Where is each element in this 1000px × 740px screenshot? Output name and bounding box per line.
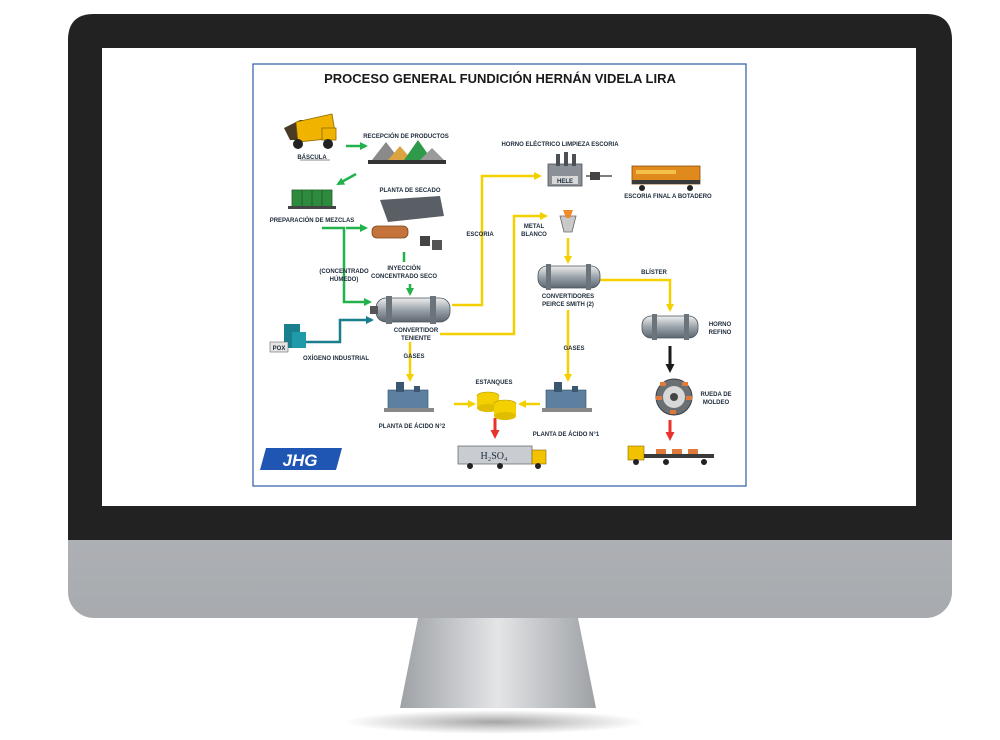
- label-escoria-final: ESCORIA FINAL A BOTADERO: [624, 194, 712, 200]
- label-blister: BLÍSTER: [641, 268, 667, 276]
- label-horno-refino-1: HORNO: [709, 322, 732, 328]
- label-convertidores-2: PEIRCE SMITH (2): [542, 302, 594, 308]
- casting-wheel-icon: [655, 378, 693, 416]
- flow-metal-blanco: [440, 212, 548, 336]
- tank-truck-icon: H₂SO₄: [457, 445, 547, 469]
- label-metal-2: BLANCO: [521, 232, 547, 238]
- label-gases-1: GASES: [563, 346, 584, 352]
- jhg-logo: JHG: [260, 448, 342, 470]
- flow-reception-to-mix: [336, 172, 357, 186]
- acid-plant-icon: [542, 382, 592, 412]
- label-preparacion: PREPARACIÓN DE MEZCLAS: [270, 216, 355, 224]
- monitor-stand: [400, 618, 596, 708]
- logo-text: JHG: [283, 451, 318, 470]
- label-rueda-2: MOLDEO: [703, 400, 730, 406]
- label-recepcion: RECEPCIÓN DE PRODUCTOS: [363, 132, 449, 140]
- label-convertidor-2: TENIENTE: [401, 336, 431, 342]
- stand-shadow: [345, 710, 645, 734]
- acid-plant-icon: [384, 382, 434, 412]
- label-convertidores-1: CONVERTIDORES: [542, 294, 594, 300]
- ps-converter-icon: [537, 264, 601, 290]
- label-acido-1: PLANTA DE ÁCIDO N°1: [533, 431, 600, 438]
- label-concentrado-2: HÚMEDO): [330, 276, 359, 283]
- label-gases-2: GASES: [403, 354, 424, 360]
- dump-truck-icon: [284, 113, 337, 161]
- ladle-icon: [559, 210, 577, 233]
- label-rueda-1: RUEDA DE: [700, 392, 731, 398]
- oxygen-plant-icon: POX: [269, 324, 306, 353]
- label-horno-electrico: HORNO ELÉCTRICO LIMPIEZA ESCORIA: [501, 140, 619, 148]
- label-metal-1: METAL: [524, 224, 545, 230]
- diagram-title: PROCESO GENERAL FUNDICIÓN HERNÁN VIDELA …: [324, 71, 676, 86]
- flow-oxygen: [305, 316, 374, 344]
- label-pox: POX: [273, 346, 286, 352]
- mixing-plant-icon: [288, 189, 336, 209]
- label-escoria: ESCORIA: [466, 232, 494, 238]
- label-concentrado-1: (CONCENTRADO: [319, 269, 369, 275]
- label-inyeccion-2: CONCENTRADO SECO: [371, 274, 437, 280]
- label-oxigeno: OXÍGENO INDUSTRIAL: [303, 354, 369, 362]
- label-acido-2: PLANTA DE ÁCIDO N°2: [379, 423, 446, 430]
- flow-blister: [600, 278, 674, 312]
- refining-furnace-icon: [641, 314, 699, 340]
- furnace-icon: HELE: [547, 152, 583, 187]
- tanks-icon: [476, 391, 517, 420]
- label-estanques: ESTANQUES: [476, 380, 513, 386]
- ore-piles-icon: [368, 140, 446, 164]
- label-h2so4: H₂SO₄: [481, 451, 508, 462]
- label-bascula: BÁSCULA: [297, 154, 327, 161]
- dryer-icon: [371, 196, 444, 250]
- train-icon: [590, 165, 701, 191]
- label-convertidor-1: CONVERTIDOR: [394, 328, 439, 334]
- process-diagram: PROCESO GENERAL FUNDICIÓN HERNÁN VIDELA …: [252, 63, 747, 487]
- label-inyeccion-1: INYECCIÓN: [387, 264, 420, 272]
- flatbed-truck-icon: [627, 445, 714, 465]
- flow-wet-concentrate: [322, 226, 372, 306]
- flow-lines: [305, 142, 675, 441]
- flow-escoria: [452, 172, 542, 307]
- label-horno-refino-2: REFINO: [709, 330, 732, 336]
- label-planta-secado: PLANTA DE SECADO: [379, 188, 440, 194]
- converter-icon: [370, 296, 451, 324]
- label-hele: HELE: [557, 179, 573, 185]
